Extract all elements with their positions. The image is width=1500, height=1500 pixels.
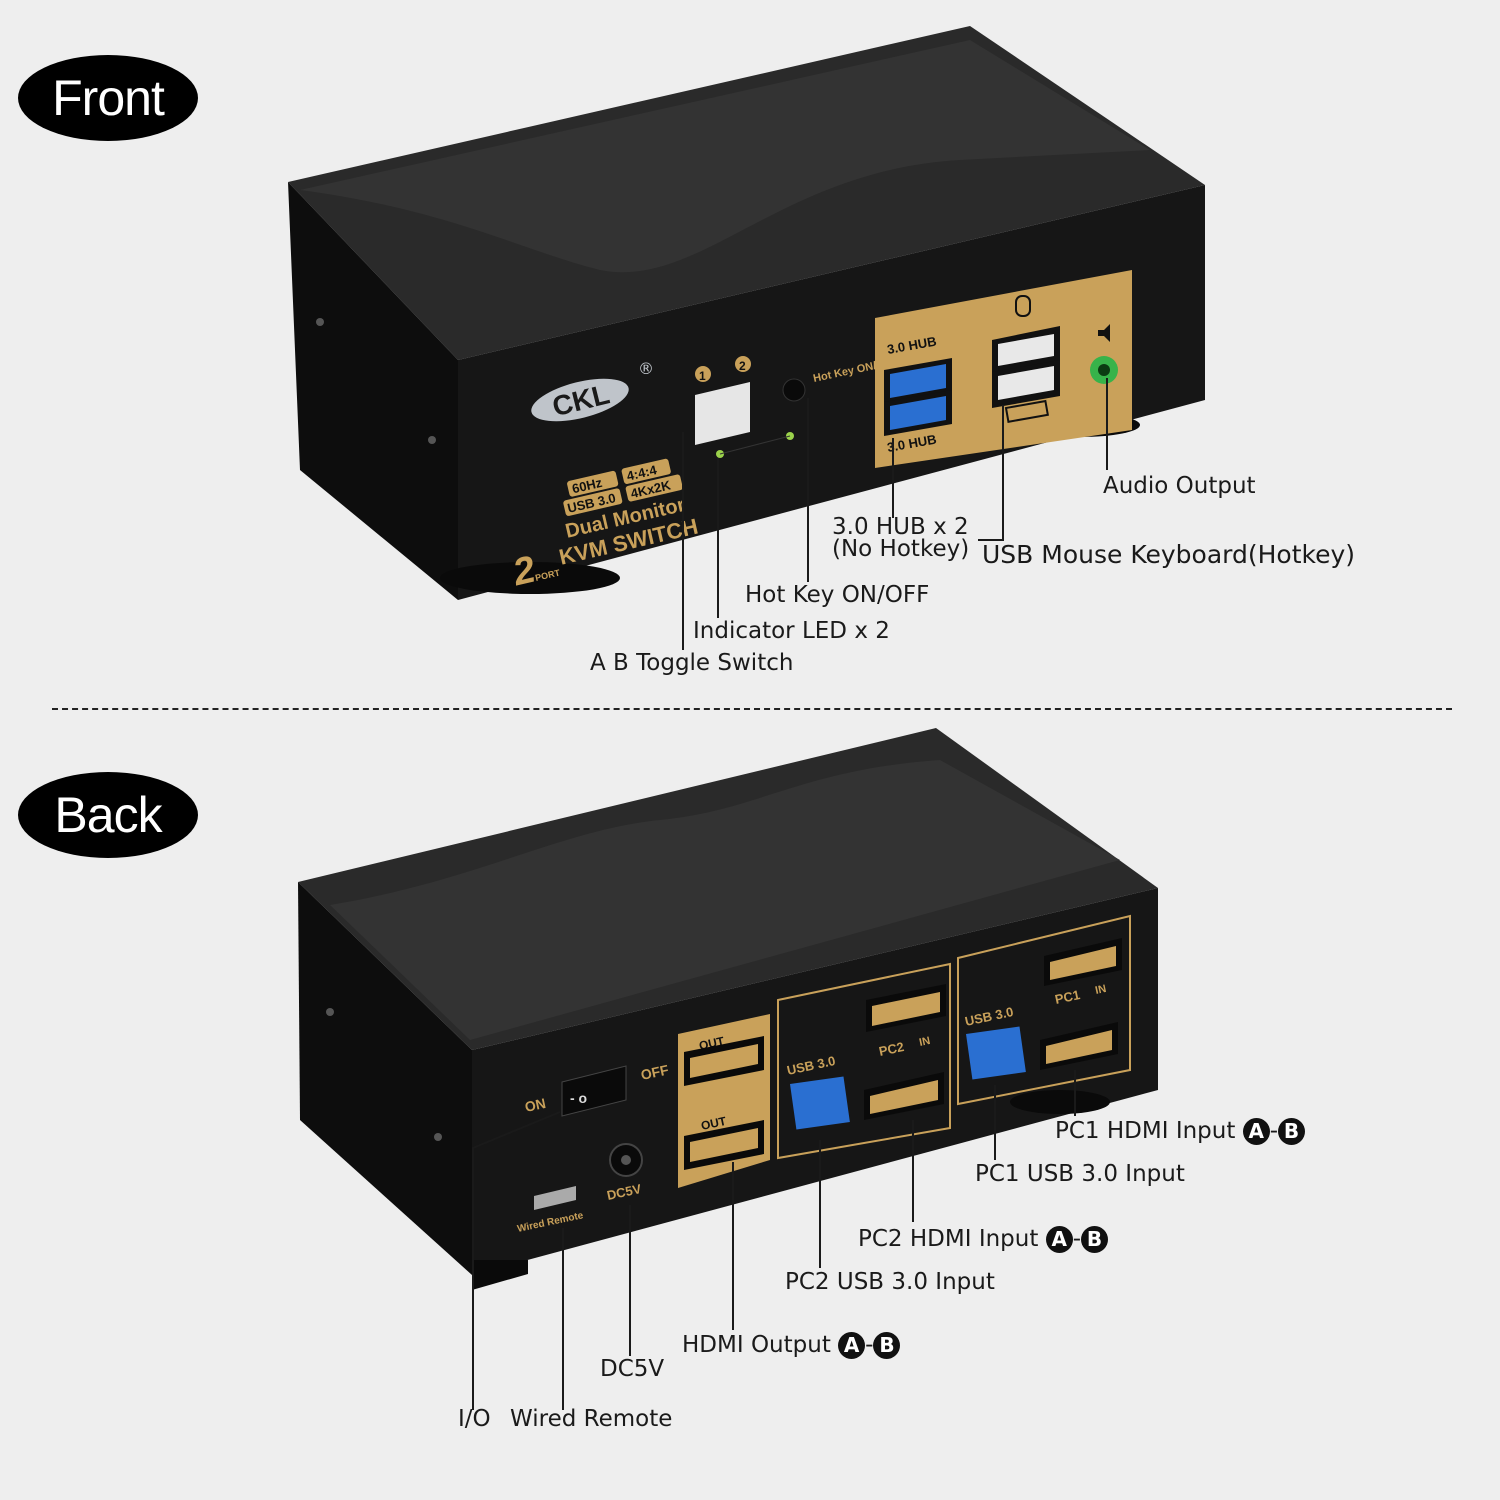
front-leader-lines [682,378,1108,650]
svg-text:IN: IN [1094,983,1107,997]
label-wired-remote: Wired Remote [510,1406,673,1432]
back-device: - o ON OFF DC5V Wired Remote OUT OUT USB… [298,728,1158,1290]
svg-text:- o: - o [570,1090,587,1106]
svg-text:OFF: OFF [639,1061,670,1083]
svg-text:PC2: PC2 [878,1039,906,1059]
svg-text:2: 2 [739,359,746,373]
label-indicator-led: Indicator LED x 2 [693,618,890,644]
label-pc1-usb: PC1 USB 3.0 Input [975,1161,1185,1187]
svg-text:1: 1 [699,369,706,383]
svg-text:®: ® [638,359,654,378]
svg-text:DC5V: DC5V [606,1181,643,1203]
svg-text:4:4:4: 4:4:4 [625,462,659,484]
back-leader-lines [472,1070,1076,1410]
front-device: CKL ® 1 2 Hot Key ON/OFF 60Hz 4:4:4 USB … [288,26,1205,600]
label-usb-mouse-keyboard: USB Mouse Keyboard(Hotkey) [982,540,1356,569]
badge-b-icon: B [1278,1118,1305,1145]
svg-text:OUT: OUT [700,1114,728,1133]
label-hdmi-output: HDMI Output A-B [682,1332,901,1359]
label-hub-x2: 3.0 HUB x 2 [832,514,969,540]
badge-a-icon: A [838,1332,866,1359]
label-pc2-usb: PC2 USB 3.0 Input [785,1269,995,1295]
label-audio-output: Audio Output [1103,473,1256,499]
label-hub-note: (No Hotkey) [832,536,970,562]
badge-b-icon: B [1081,1226,1108,1253]
back-section-title: Back [18,772,198,858]
svg-text:IN: IN [918,1035,931,1049]
svg-text:60Hz: 60Hz [571,475,604,497]
badge-b-icon: B [873,1332,901,1359]
hotkey-button [782,378,806,402]
section-divider [52,708,1452,710]
badge-a-icon: A [1045,1226,1073,1253]
toggle-button [695,382,750,445]
front-section-title: Front [18,55,198,141]
label-pc1-hdmi: PC1 HDMI Input A-B [1055,1118,1305,1145]
svg-text:ON: ON [523,1095,547,1115]
label-toggle-switch: A B Toggle Switch [590,650,794,676]
label-hotkey-onoff: Hot Key ON/OFF [745,582,930,608]
label-io: I/O [458,1406,491,1432]
badge-a-icon: A [1242,1118,1270,1145]
label-dc5v: DC5V [600,1356,665,1382]
svg-text:PC1: PC1 [1054,987,1082,1007]
label-pc2-hdmi: PC2 HDMI Input A-B [858,1226,1108,1253]
